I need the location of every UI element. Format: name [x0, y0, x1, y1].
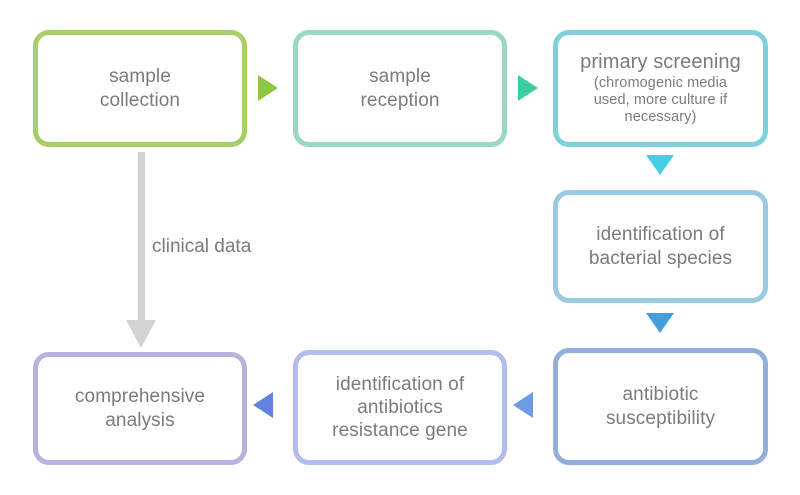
arrow-primary-screening-to-identification-species — [646, 155, 674, 175]
node-antibiotic-susceptibility[interactable]: antibiotic susceptibility — [553, 348, 768, 465]
node-identification-species[interactable]: identification of bacterial species — [553, 190, 768, 303]
arrow-identification-species-to-antibiotic-susceptibility — [646, 313, 674, 333]
arrow-resistance-gene-to-comprehensive-analysis — [253, 392, 273, 418]
node-sample-reception[interactable]: sample reception — [293, 30, 507, 147]
node-primary-screening-title: primary screening — [580, 51, 741, 74]
node-primary-screening-sublabel: (chromogenic media used, more culture if… — [593, 74, 728, 126]
node-comprehensive-analysis[interactable]: comprehensive analysis — [33, 352, 247, 465]
arrow-sample-collection-to-sample-reception — [258, 75, 278, 101]
node-sample-reception-label: sample reception — [360, 66, 440, 111]
node-resistance-gene[interactable]: identification of antibiotics resistance… — [293, 350, 507, 465]
node-sample-collection-label: sample collection — [99, 66, 181, 111]
clinical-data-label: clinical data — [152, 236, 252, 257]
node-resistance-gene-label: identification of antibiotics resistance… — [332, 373, 468, 442]
node-identification-species-label: identification of bacterial species — [588, 224, 733, 269]
node-primary-screening[interactable]: primary screening(chromogenic media used… — [553, 30, 768, 147]
arrow-sample-reception-to-primary-screening — [518, 75, 538, 101]
node-sample-collection[interactable]: sample collection — [33, 30, 247, 147]
clinical-data-arrow-head — [126, 320, 156, 348]
arrow-antibiotic-susceptibility-to-resistance-gene — [513, 392, 533, 418]
clinical-data-arrow — [126, 152, 160, 348]
node-antibiotic-susceptibility-label: antibiotic susceptibility — [605, 384, 716, 429]
node-primary-screening-label: primary screening(chromogenic media used… — [570, 50, 751, 127]
clinical-data-arrow-shaft — [138, 152, 145, 324]
node-comprehensive-analysis-label: comprehensive analysis — [74, 386, 206, 431]
